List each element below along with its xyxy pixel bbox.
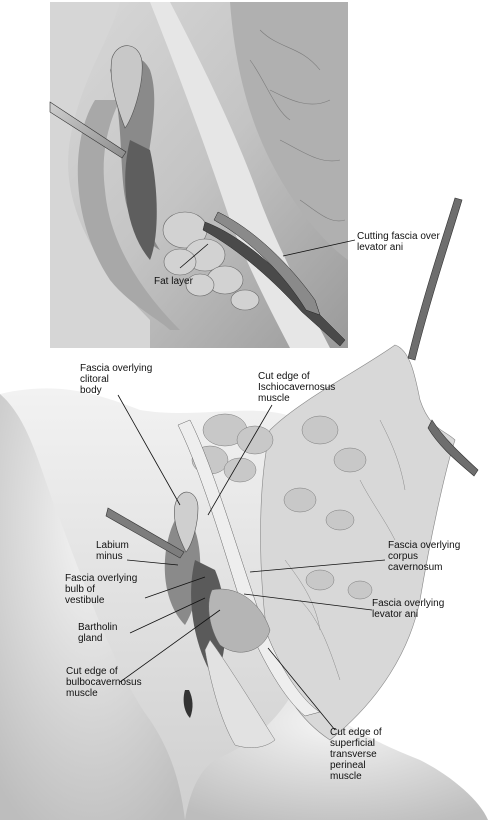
bottom-levator-fascia — [208, 588, 271, 653]
leader-bartholin — [129, 597, 206, 634]
leader-fat-layer — [179, 243, 209, 269]
top-skin-left — [50, 2, 150, 348]
bottom-panel — [0, 197, 488, 820]
bottom-retractor-lower — [427, 419, 479, 477]
bottom-left-buttock — [0, 394, 185, 820]
label-fascia-corpus: Fascia overlying corpus cavernosum — [388, 540, 461, 573]
bottom-fat-lobules — [191, 413, 373, 600]
leader-fascia-clitoral — [117, 394, 181, 506]
leader-cut-superficial — [267, 647, 336, 731]
bottom-texture — [284, 419, 406, 681]
label-fat-layer: Fat layer — [154, 276, 193, 287]
leader-fascia-levator — [243, 593, 373, 611]
top-texture — [249, 29, 346, 222]
top-scissors-blade2 — [213, 211, 321, 316]
bottom-retractor-upper — [407, 197, 463, 361]
bottom-forceps-left — [105, 507, 185, 559]
bottom-perineal-cut — [204, 639, 276, 748]
label-cut-superficial: Cut edge of superficial transverse perin… — [330, 727, 382, 782]
top-tissue-right — [230, 2, 348, 260]
bottom-anus — [183, 690, 193, 718]
bottom-fascia-band — [177, 419, 321, 717]
top-labium-outer — [77, 100, 180, 330]
bottom-clitoral-body — [174, 491, 199, 553]
top-fat-layer — [162, 211, 260, 311]
top-clitoral-body — [110, 45, 143, 129]
leader-cut-bulbo — [119, 609, 221, 683]
top-vestibule — [125, 140, 157, 260]
top-scissors — [202, 221, 346, 347]
leader-cutting-fascia — [282, 239, 356, 257]
top-forceps-left — [49, 101, 127, 159]
label-labium-minus: Labium minus — [96, 540, 129, 562]
leader-fascia-bulb — [144, 576, 206, 599]
label-cutting-fascia: Cutting fascia over levator ani — [357, 231, 440, 253]
label-fascia-levator: Fascia overlying levator ani — [372, 598, 445, 620]
label-fascia-bulb: Fascia overlying bulb of vestibule — [65, 573, 138, 606]
leader-labium-minus — [126, 559, 179, 566]
top-panel — [49, 2, 356, 348]
leader-fascia-corpus — [249, 559, 386, 573]
top-fascia-band — [150, 2, 330, 348]
bottom-right-buttock — [185, 680, 488, 820]
label-bartholin: Bartholin gland — [78, 622, 118, 644]
leader-cut-ischio — [207, 404, 273, 516]
label-cut-ischio: Cut edge of Ischiocavernosus muscle — [258, 371, 336, 404]
label-fascia-clitoral: Fascia overlying clitoral body — [80, 363, 153, 396]
label-cut-bulbo: Cut edge of bulbocavernosus muscle — [66, 666, 142, 699]
